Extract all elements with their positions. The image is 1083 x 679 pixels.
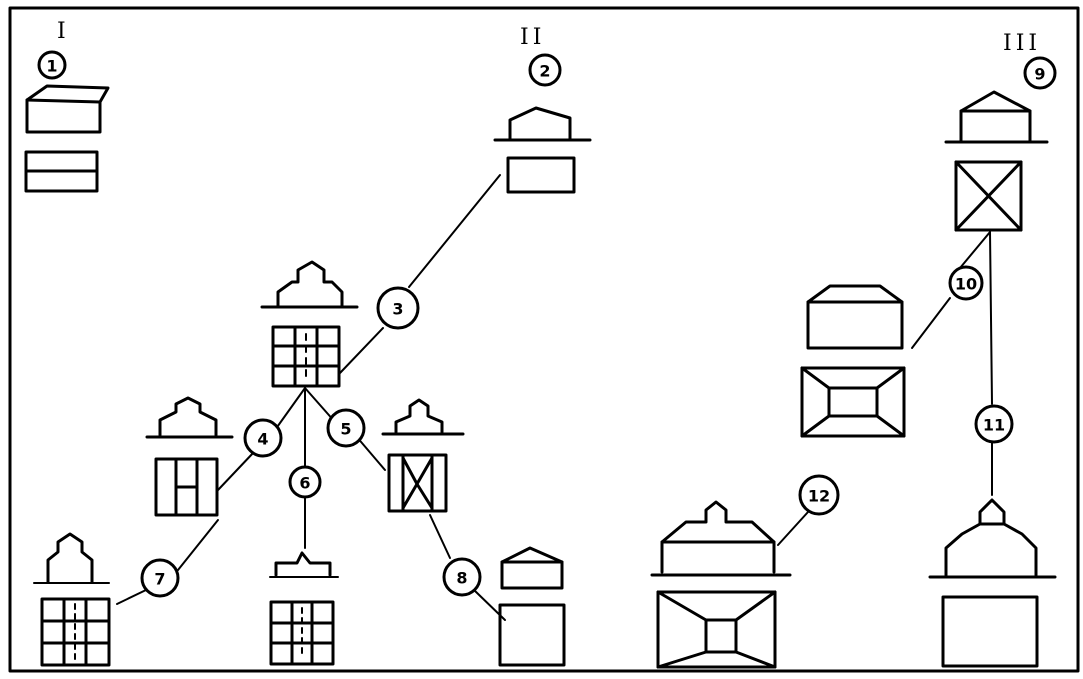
- marker-1-label: 1: [46, 57, 57, 76]
- building-10-plan-diagonals: [800, 366, 906, 438]
- building-7-plan: [40, 597, 111, 667]
- edge-9-10: [959, 231, 991, 269]
- marker-4: 4: [243, 418, 283, 458]
- group-label-i: I: [57, 19, 70, 44]
- building-1-eave: [25, 98, 102, 104]
- building-7: [33, 532, 111, 667]
- building-11-plan: [941, 595, 1039, 668]
- building-11-elevation: [944, 498, 1038, 577]
- marker-8-ring: [442, 557, 482, 597]
- building-5-elevation: [394, 398, 444, 434]
- marker-5-label: 5: [340, 420, 351, 439]
- marker-9-label: 9: [1034, 65, 1045, 84]
- marker-10-label: 10: [955, 275, 977, 294]
- building-10-plan-inner: [827, 386, 879, 418]
- marker-10: 10: [948, 265, 984, 301]
- edge-5-8: [429, 514, 451, 559]
- building-4-elevation: [158, 396, 218, 437]
- marker-5: 5: [326, 408, 366, 448]
- connectors: [116, 174, 993, 621]
- building-9-plan: [954, 160, 1023, 232]
- building-10-elevation: [806, 284, 904, 350]
- building-9-elevation: [959, 90, 1032, 143]
- building-5-plan-vault: [401, 456, 434, 510]
- marker-6-label: 6: [299, 474, 310, 493]
- diagram-frame: [8, 6, 1080, 673]
- building-3-plan: [271, 325, 341, 388]
- marker-3-ring: [376, 286, 420, 330]
- building-7-elevation: [46, 532, 94, 584]
- building-9: [944, 90, 1049, 232]
- building-10-plan: [800, 366, 906, 438]
- edge-3-5: [304, 387, 336, 423]
- marker-6: 6: [288, 465, 322, 499]
- edge-9-11: [989, 231, 993, 405]
- marker-10-ring: [948, 265, 984, 301]
- building-4-plan: [154, 457, 219, 517]
- edge-10-12: [777, 511, 809, 546]
- edge-5-building: [355, 435, 386, 471]
- marker-2: 2: [528, 53, 562, 87]
- building-5: [381, 398, 465, 513]
- marker-12: 12: [798, 474, 840, 516]
- building-12-plan-core: [704, 618, 738, 654]
- marker-12-ring: [798, 474, 840, 516]
- building-5-plan: [387, 453, 448, 513]
- building-1: [24, 84, 110, 193]
- marker-3: 3: [376, 286, 420, 330]
- building-8: [498, 546, 566, 667]
- marker-3-label: 3: [392, 300, 403, 319]
- marker-7-label: 7: [154, 570, 165, 589]
- building-2-elevation: [508, 106, 572, 142]
- building-3: [260, 260, 359, 388]
- marker-12-label: 12: [808, 487, 830, 506]
- group-label-iii: III: [1003, 31, 1041, 56]
- marker-1: 1: [37, 50, 67, 80]
- building-2: [493, 106, 592, 194]
- building-12-elevation: [660, 500, 776, 574]
- marker-11: 11: [974, 404, 1014, 444]
- building-6-plan: [269, 600, 335, 666]
- building-12: [650, 500, 792, 669]
- building-6-elevation: [274, 551, 332, 577]
- marker-4-label: 4: [257, 430, 268, 449]
- edge-4-building: [217, 451, 255, 491]
- marker-11-ring: [974, 404, 1014, 444]
- building-2-plan: [506, 156, 576, 194]
- marker-9-ring: [1023, 56, 1057, 90]
- marker-4-ring: [243, 418, 283, 458]
- marker-2-ring: [528, 53, 562, 87]
- marker-1-ring: [37, 50, 67, 80]
- building-8-elevation: [500, 546, 564, 590]
- building-12-plan: [656, 590, 777, 669]
- marker-6-ring: [288, 465, 322, 499]
- edge-3-4: [274, 387, 306, 431]
- building-10: [800, 284, 906, 438]
- building-8-plan: [498, 603, 566, 667]
- marker-5-ring: [326, 408, 366, 448]
- building-9-plan-cross: [954, 160, 1023, 232]
- edge-4-7: [177, 519, 219, 571]
- edge-10-building: [911, 297, 951, 349]
- marker-2-label: 2: [539, 62, 550, 81]
- group-label-ii: II: [520, 25, 545, 50]
- building-12-plan-diagonals: [656, 590, 777, 669]
- marker-8: 8: [442, 557, 482, 597]
- edge-2-3: [408, 174, 501, 288]
- marker-8-label: 8: [456, 569, 467, 588]
- marker-7: 7: [140, 558, 180, 598]
- marker-11-label: 11: [983, 416, 1005, 435]
- building-3-elevation: [276, 260, 344, 308]
- marker-9: 9: [1023, 56, 1057, 90]
- building-11: [928, 498, 1057, 668]
- building-4: [145, 396, 234, 517]
- edge-7-building: [116, 589, 147, 605]
- building-1-elevation: [25, 84, 110, 134]
- marker-7-ring: [140, 558, 180, 598]
- edge-3-junction: [339, 327, 384, 374]
- building-6: [269, 551, 339, 666]
